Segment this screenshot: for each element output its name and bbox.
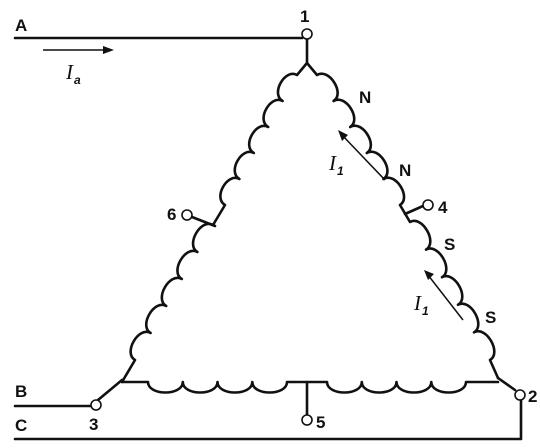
terminal-label-6: 6 xyxy=(167,205,176,224)
line-current-subscript: a xyxy=(74,73,81,87)
terminal-label-4: 4 xyxy=(438,198,448,217)
pole-label-s-upper: S xyxy=(444,235,455,254)
winding-coil-right xyxy=(305,61,500,380)
terminal-5 xyxy=(301,414,313,426)
terminal-6 xyxy=(181,209,193,221)
line-label-a: A xyxy=(15,16,27,35)
terminal-label-1: 1 xyxy=(300,7,309,26)
winding-right-side xyxy=(305,61,500,380)
phase-current-label-lower: I1 xyxy=(413,291,429,318)
phase-current-upper-subscript: 1 xyxy=(337,164,344,178)
winding-bottom-side xyxy=(120,380,500,394)
pole-label-n-upper: N xyxy=(359,88,371,107)
terminal-label-3: 3 xyxy=(89,415,98,434)
winding-coil-bottom xyxy=(120,380,500,394)
terminal-label-2: 2 xyxy=(528,387,537,406)
phase-current-lower-subscript: 1 xyxy=(422,304,429,318)
winding-left-side xyxy=(120,61,309,384)
line-label-c: C xyxy=(15,416,27,435)
line-label-b: B xyxy=(15,382,27,401)
line-current-arrow xyxy=(43,46,114,54)
terminal-label-5: 5 xyxy=(316,413,325,432)
terminal-3 xyxy=(90,399,102,411)
winding-coil-left xyxy=(120,61,309,384)
lead-terminal-3 xyxy=(96,378,124,402)
phase-current-arrow-upper xyxy=(338,130,386,181)
phase-current-lower-symbol: I xyxy=(413,291,422,315)
terminal-1 xyxy=(301,28,313,40)
line-c-wire xyxy=(13,398,523,441)
lead-terminal-2 xyxy=(496,376,517,392)
line-current-label: Ia xyxy=(65,60,81,87)
phase-current-arrow-lower xyxy=(424,270,464,321)
phase-current-upper-symbol: I xyxy=(328,151,337,175)
tap-lead-4 xyxy=(403,204,425,216)
pole-label-s-lower: S xyxy=(485,308,496,327)
terminal-4 xyxy=(422,199,434,211)
line-current-symbol: I xyxy=(65,60,74,84)
phase-current-label-upper: I1 xyxy=(328,151,344,178)
tap-lead-6 xyxy=(190,215,217,228)
pole-label-n-lower: N xyxy=(399,161,411,180)
terminal-2 xyxy=(514,389,526,401)
